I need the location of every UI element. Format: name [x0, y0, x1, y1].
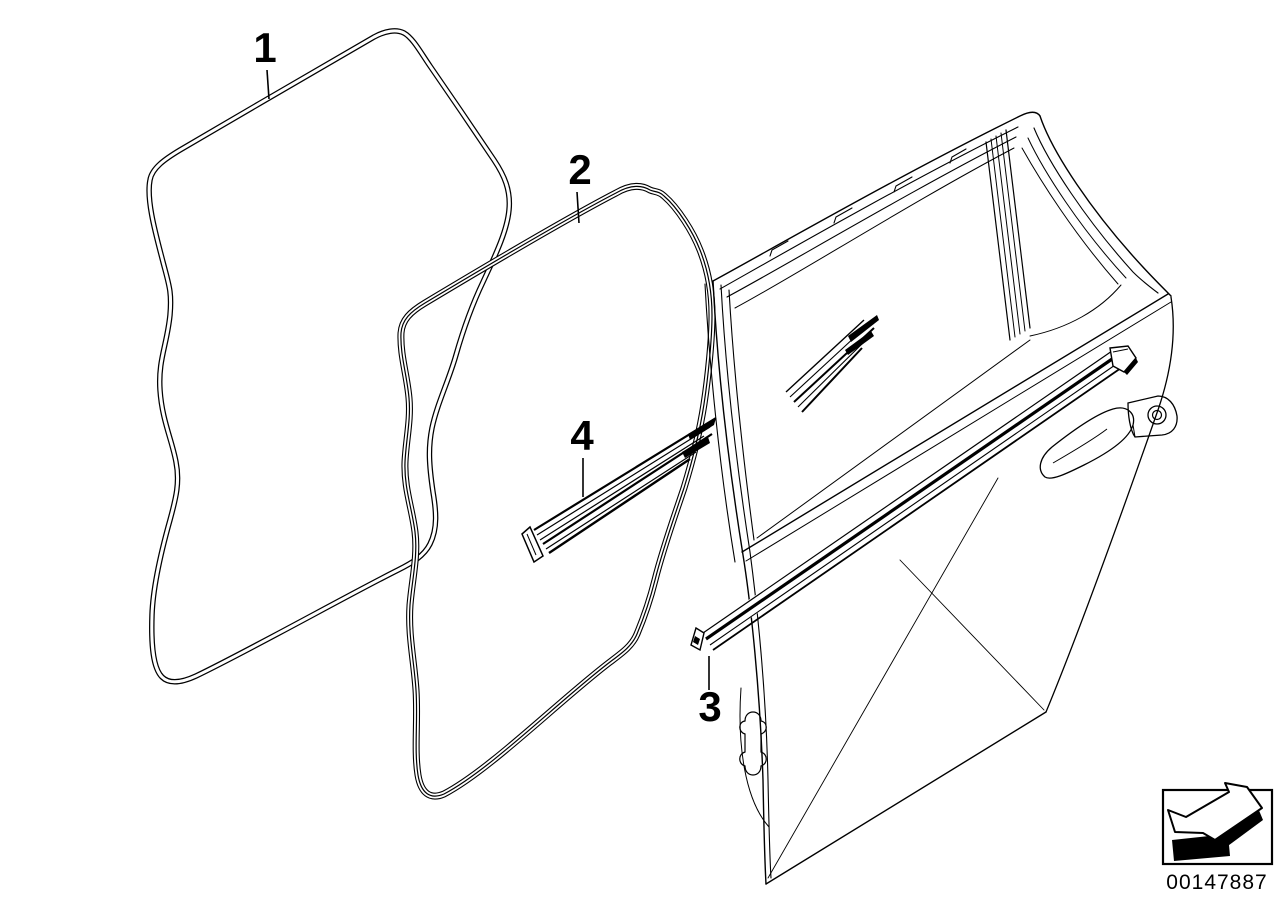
legend: 00147887 [1161, 782, 1274, 894]
window-frame [712, 111, 1172, 337]
callout-3[interactable]: 3 [698, 683, 721, 730]
direction-of-travel-arrow-icon [1167, 782, 1263, 861]
inner-belt-strip-installed [785, 315, 879, 413]
lock-cylinder [1147, 405, 1167, 425]
callout-2-leader [576, 191, 580, 224]
part-1-door-seal [146, 28, 513, 685]
callout-2[interactable]: 2 [568, 146, 591, 193]
part-4-inner-belt-strip [521, 417, 717, 564]
callout-1[interactable]: 1 [253, 24, 276, 71]
window-division-bar [985, 129, 1031, 341]
callouts: 1 2 3 4 [253, 24, 721, 730]
door-handle [1039, 395, 1178, 479]
callout-4[interactable]: 4 [570, 412, 594, 459]
diagram-number: 00147887 [1166, 871, 1267, 894]
callout-1-leader [266, 69, 270, 100]
part-2-door-seal [397, 182, 716, 800]
rear-door [704, 111, 1174, 885]
part-3-outer-belt-strip [690, 345, 1138, 652]
